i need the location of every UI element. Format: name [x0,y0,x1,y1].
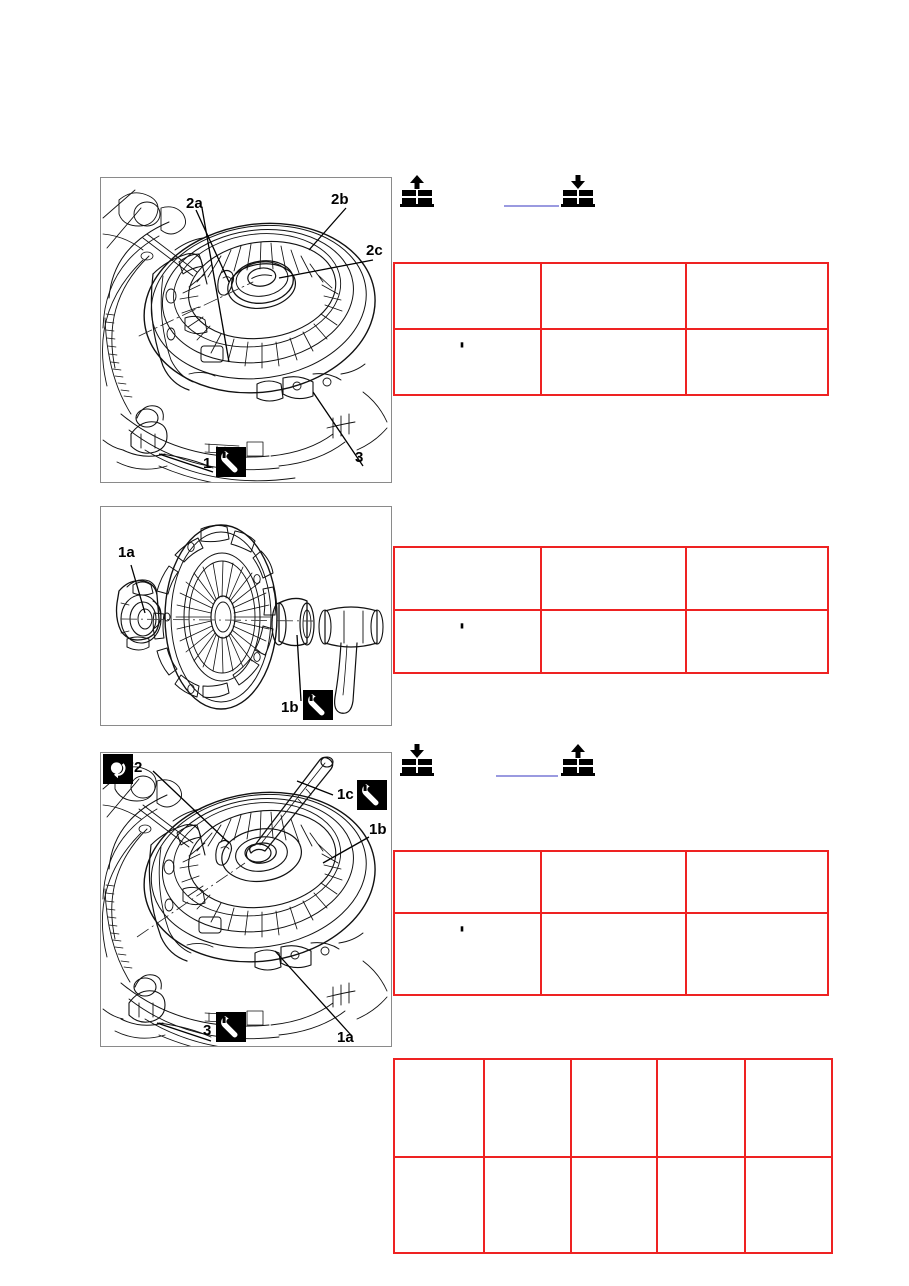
clutch-assembly-removal-drawing [102,189,388,482]
table-cell[interactable] [393,912,542,996]
figure3-label-3: 3 [203,1022,212,1039]
table-cell-text [687,611,827,672]
table-cell[interactable] [744,1156,833,1254]
table-cell-text [687,548,827,609]
table-row [393,850,829,948]
cross-reference-link[interactable] [504,205,559,207]
table-row [393,262,829,364]
table-cell-text [395,548,540,609]
table-cell[interactable] [483,1058,572,1158]
table-cell-text [746,1158,831,1252]
table-cell[interactable] [393,609,542,674]
table-cell-text [572,1060,656,1156]
table-cell-text [395,1158,483,1252]
figure1-label-2a: 2a [186,195,203,212]
table-cell[interactable] [540,546,687,611]
table-cell[interactable] [540,328,687,396]
clutch-assembly-install-drawing [101,756,388,1046]
table-cell-text [687,264,827,328]
figure1-label-2c: 2c [366,242,383,259]
rotate-disc-icon [103,754,133,784]
table-cell[interactable] [393,850,542,948]
table-cell-text [746,1060,831,1156]
figure2-label-1b: 1b [281,699,299,716]
table-cell-text [395,852,540,912]
table-cell-text [687,330,827,394]
table-cell-text [542,852,685,912]
table-removal-steps [393,262,829,396]
table-cell-text [542,611,685,672]
table-row [393,1156,833,1254]
table-cell-text [572,1158,656,1252]
stack-arrow-up-icon [561,744,595,777]
table-cell[interactable] [393,1156,485,1254]
figure1-label-1: 1 [203,455,212,472]
table-cell-text [395,264,540,328]
table-cell-text [658,1158,744,1252]
cross-reference-link[interactable] [496,775,558,777]
figure-clutch-assembly-removal [100,177,392,483]
stack-arrow-down-icon [400,744,434,777]
figure-clutch-assembly-install [100,752,392,1047]
table-cell-text [485,1158,570,1252]
table-cell[interactable] [540,609,687,674]
table-cell[interactable] [540,912,687,996]
table-cell-text [395,330,540,394]
table-row [393,609,829,674]
table-cell-text [542,914,685,994]
table-cell[interactable] [685,912,829,996]
table-cell[interactable] [393,546,542,645]
table-pressure-plate-steps [393,546,829,674]
table-cell[interactable] [393,262,542,364]
figure3-label-2: 2 [134,759,143,776]
table-cell[interactable] [656,1156,746,1254]
table-install-steps [393,850,829,996]
pressure-plate-exploded-drawing [115,524,384,714]
table-cell-text [542,264,685,328]
table-row [393,912,829,996]
table-cell[interactable] [685,546,829,611]
wrench-icon [216,1012,246,1042]
table-cell[interactable] [540,850,687,914]
wrench-icon [357,780,387,810]
table-row [393,1058,833,1192]
table-cell-text [485,1060,570,1156]
table-cell-text [542,548,685,609]
table-cell[interactable] [744,1058,833,1158]
table-cell[interactable] [393,1058,485,1192]
table-cell[interactable] [393,328,542,396]
table-cell-text [395,611,540,672]
table-cell[interactable] [685,850,829,914]
table-cell-text [395,1060,483,1156]
figure3-label-1a: 1a [337,1029,354,1046]
table-cell[interactable] [656,1058,746,1158]
table-cell-text [687,914,827,994]
wrench-icon [303,690,333,720]
wrench-icon [216,447,246,477]
table-cell[interactable] [540,262,687,330]
table-cell[interactable] [685,609,829,674]
table-cell[interactable] [685,328,829,396]
table-cell[interactable] [570,1156,658,1254]
table-cell-text [658,1060,744,1156]
figure-pressure-plate-exploded [100,506,392,726]
table-cell[interactable] [685,262,829,330]
table-cell[interactable] [570,1058,658,1158]
table-row [393,546,829,645]
stack-arrow-up-icon [400,175,434,208]
figure1-label-2b: 2b [331,191,349,208]
figure1-label-3: 3 [355,449,364,466]
figure3-label-1b: 1b [369,821,387,838]
table-cell[interactable] [483,1156,572,1254]
table-torque-specs [393,1058,833,1254]
figure2-label-1a: 1a [118,544,135,561]
table-row [393,328,829,396]
table-cell-text [542,330,685,394]
table-cell-text [687,852,827,912]
figure3-label-1c: 1c [337,786,354,803]
stack-arrow-down-icon [561,175,595,208]
table-cell-text [395,914,540,994]
